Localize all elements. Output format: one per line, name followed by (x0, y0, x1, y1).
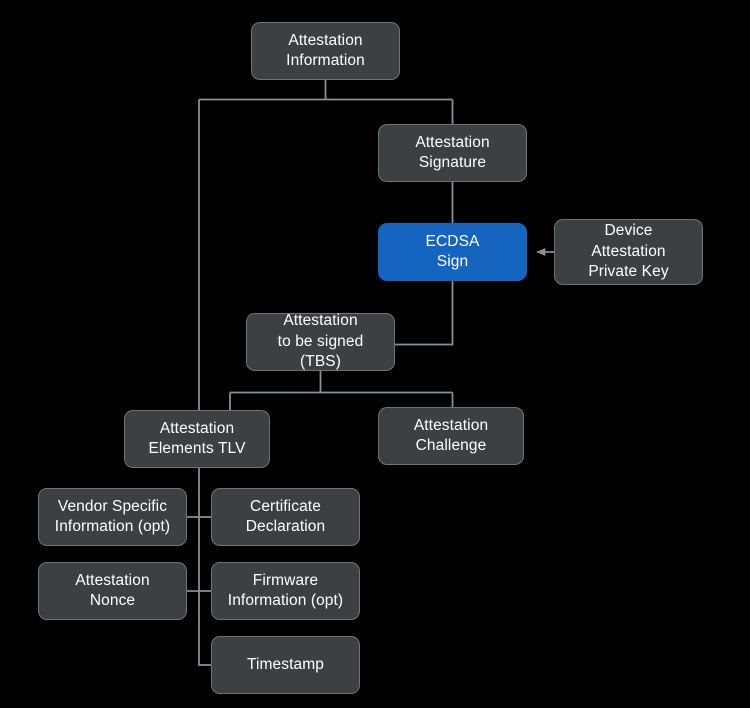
node-attestation-signature-label: Attestation Signature (415, 133, 490, 171)
node-device-attestation-private-key-label: Device Attestation Private Key (588, 222, 669, 281)
node-attestation-elements-tlv-label: Attestation Elements TLV (148, 419, 246, 457)
node-certificate-declaration-label: Certificate Declaration (245, 497, 326, 535)
node-device-attestation-private-key[interactable]: Device Attestation Private Key (554, 219, 703, 285)
node-vendor-specific-information[interactable]: Vendor Specific Information (opt) (38, 488, 187, 546)
node-firmware-information[interactable]: Firmware Information (opt) (211, 562, 360, 620)
node-attestation-information[interactable]: Attestation Information (251, 22, 400, 80)
node-attestation-elements-tlv[interactable]: Attestation Elements TLV (124, 410, 270, 468)
node-attestation-challenge[interactable]: Attestation Challenge (378, 407, 524, 465)
connector-tlv-child-trunk (198, 468, 211, 666)
node-attestation-nonce-label: Attestation Nonce (75, 571, 150, 609)
node-vendor-specific-information-label: Vendor Specific Information (opt) (54, 497, 171, 535)
node-attestation-nonce[interactable]: Attestation Nonce (38, 562, 187, 620)
node-ecdsa-sign-label: ECDSA Sign (425, 232, 480, 270)
node-attestation-information-label: Attestation Information (286, 31, 365, 69)
node-attestation-to-be-signed[interactable]: Attestation to be signed (TBS) (246, 312, 395, 371)
node-timestamp-label: Timestamp (247, 655, 324, 673)
node-attestation-signature[interactable]: Attestation Signature (378, 124, 527, 182)
connector-ecdsa-to-tbs (395, 281, 454, 346)
node-firmware-information-label: Firmware Information (opt) (227, 571, 344, 609)
node-attestation-challenge-label: Attestation Challenge (413, 416, 489, 454)
node-ecdsa-sign[interactable]: ECDSA Sign (378, 223, 527, 281)
node-attestation-to-be-signed-label: Attestation to be signed (TBS) (277, 312, 364, 371)
node-timestamp[interactable]: Timestamp (211, 636, 360, 694)
node-certificate-declaration[interactable]: Certificate Declaration (211, 488, 360, 546)
